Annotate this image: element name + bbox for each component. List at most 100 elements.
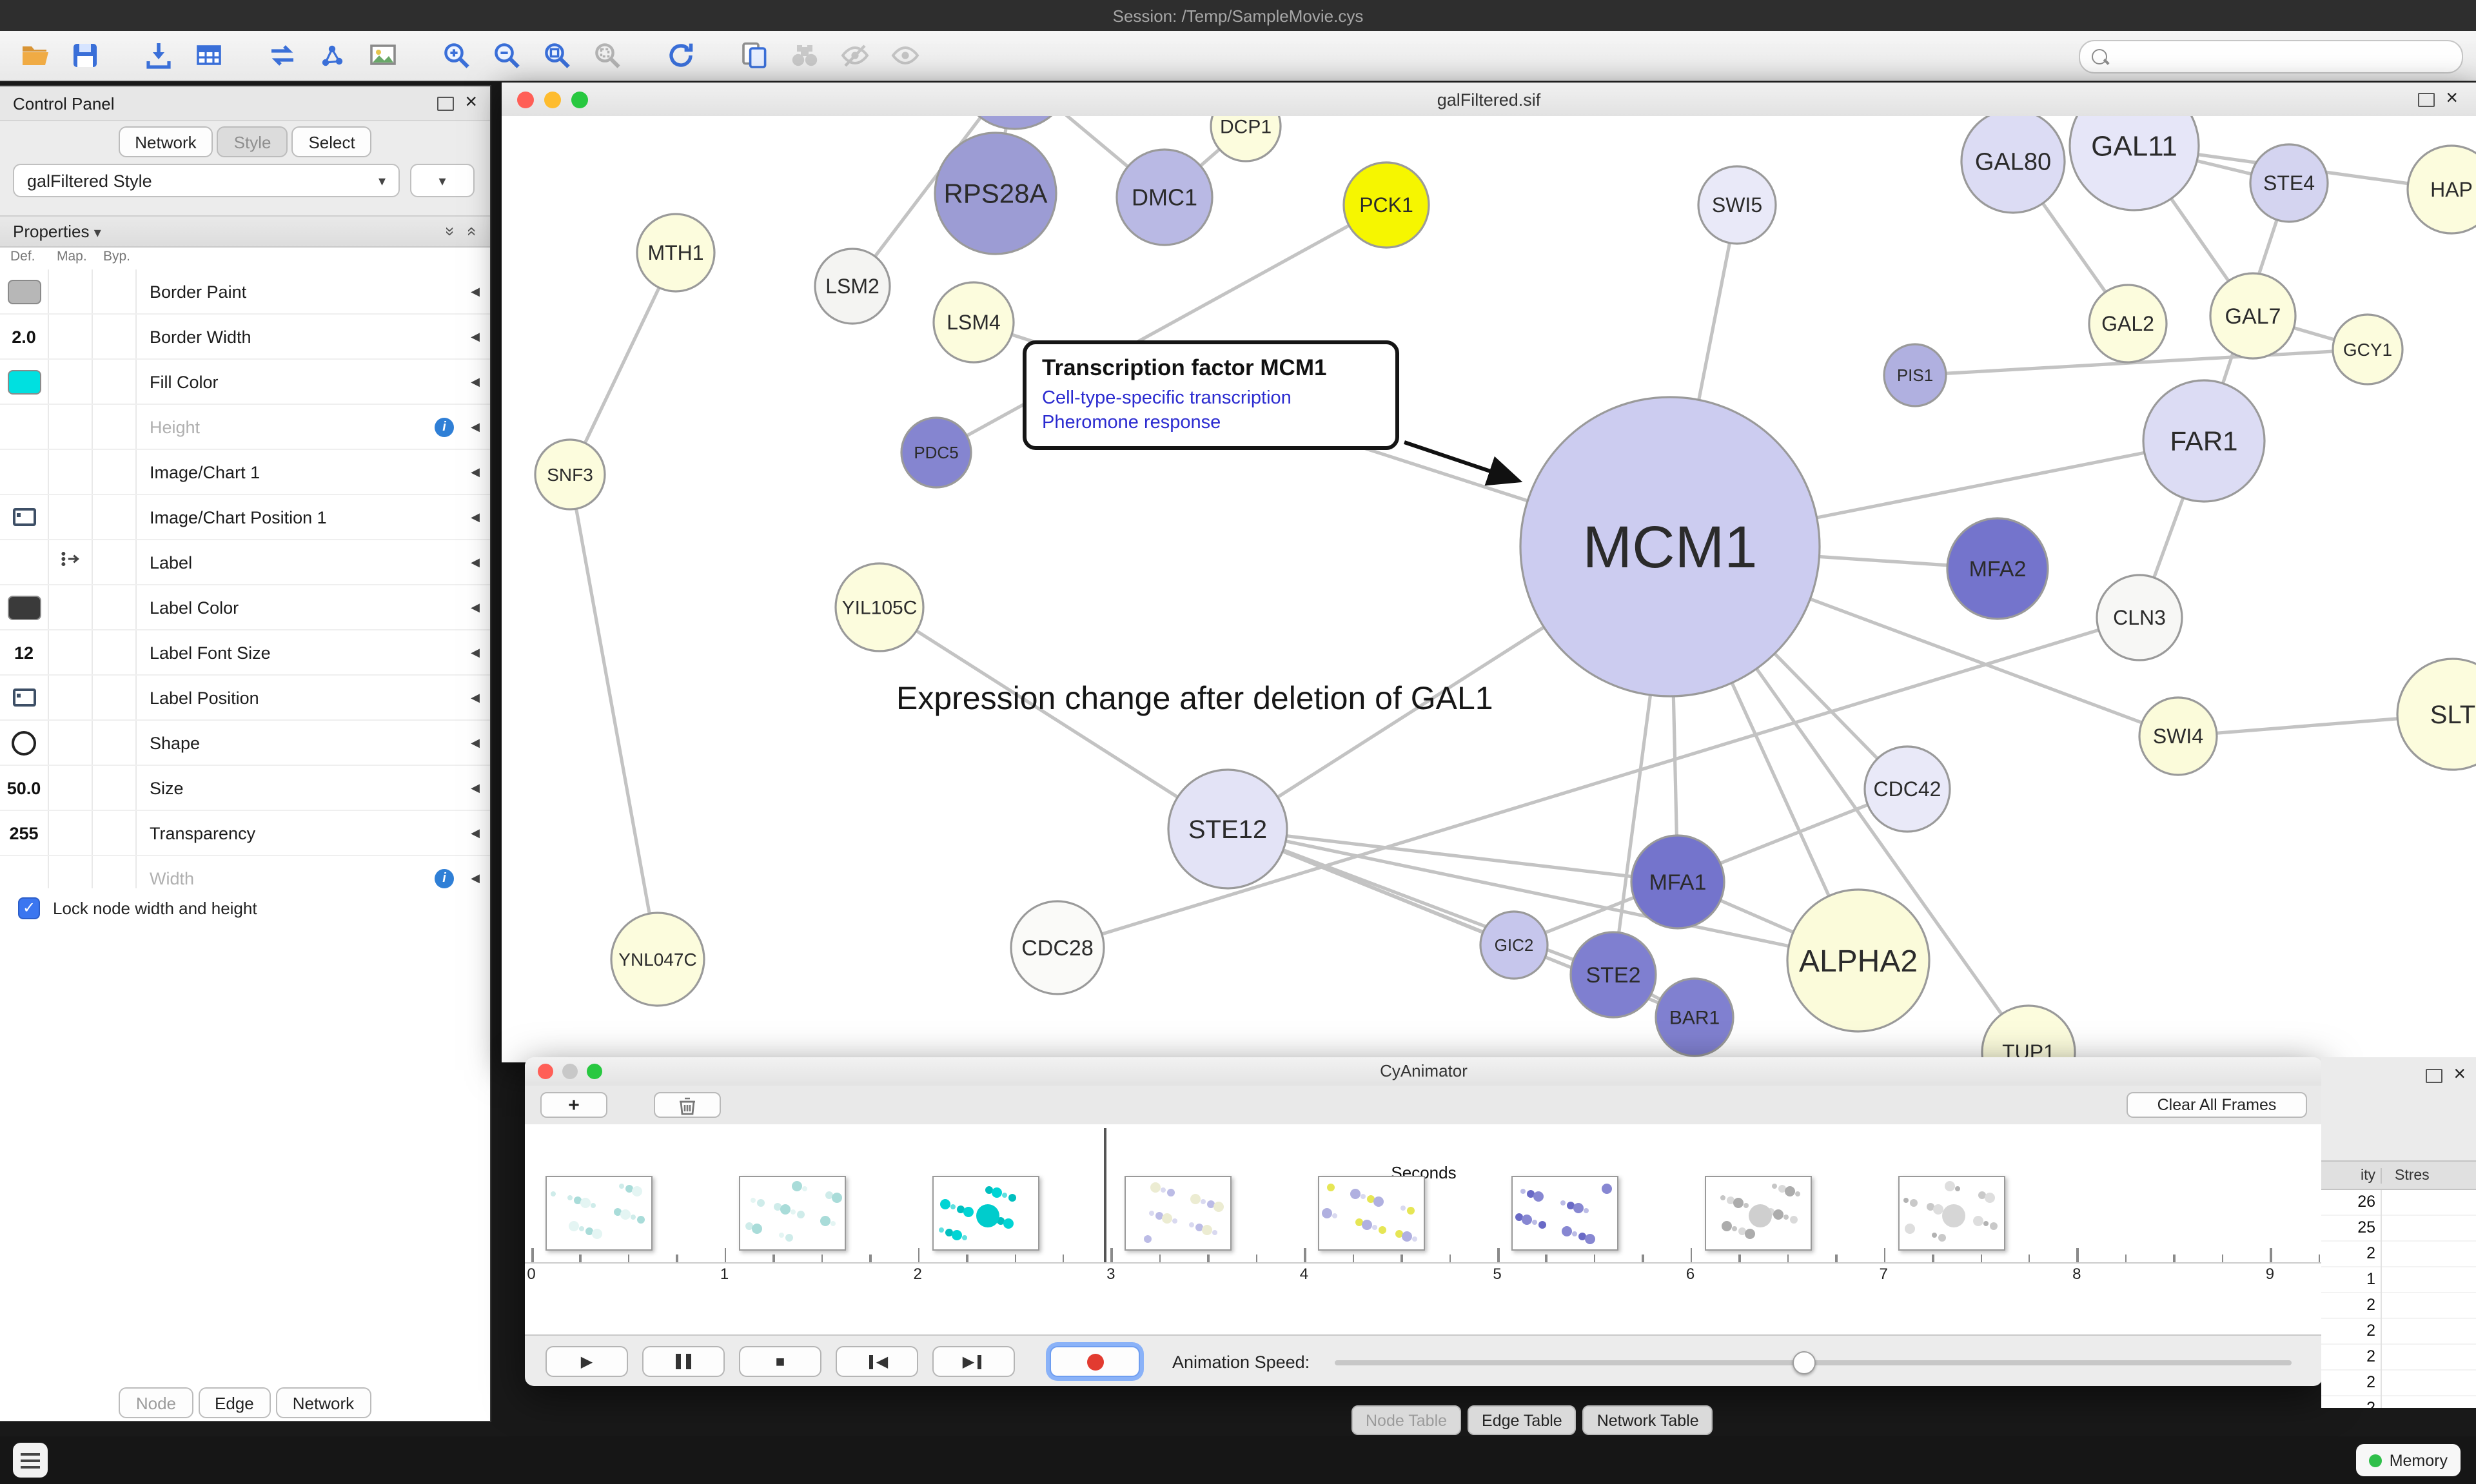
memory-button[interactable]: Memory	[2355, 1444, 2461, 1476]
import-network-icon[interactable]	[139, 36, 178, 75]
lock-dimensions-row[interactable]: ✓ Lock node width and height	[0, 888, 490, 927]
cyanimator-titlebar[interactable]: CyAnimator	[525, 1057, 2323, 1087]
column-header[interactable]: ity	[2361, 1167, 2375, 1183]
tab-style[interactable]: Style	[217, 126, 288, 157]
tab-node[interactable]: Node	[119, 1387, 193, 1418]
default-value[interactable]: 2.0	[12, 327, 36, 346]
zoom-out-icon[interactable]	[487, 36, 526, 75]
tab-edge-table[interactable]: Edge Table	[1468, 1405, 1577, 1435]
export-collection-icon[interactable]	[313, 36, 352, 75]
animation-speed-slider[interactable]	[1334, 1346, 2292, 1377]
default-value-swatch[interactable]	[7, 595, 41, 620]
tab-select[interactable]: Select	[291, 126, 372, 157]
float-window-icon[interactable]	[2417, 92, 2435, 106]
frame-thumbnail-0[interactable]	[545, 1176, 653, 1251]
table-row[interactable]: 2	[2321, 1319, 2476, 1345]
frame-thumbnail-3[interactable]	[1125, 1176, 1232, 1251]
annotation-link[interactable]: Pheromone response	[1042, 413, 1221, 433]
expand-row-icon[interactable]: ◀	[471, 781, 480, 794]
next-frame-button[interactable]: ▶	[932, 1346, 1015, 1377]
expand-row-icon[interactable]: ◀	[471, 284, 480, 297]
expand-row-icon[interactable]: ◀	[471, 510, 480, 523]
search-box[interactable]	[2079, 40, 2463, 73]
float-panel-icon[interactable]	[2425, 1068, 2442, 1082]
status-menu-button[interactable]	[13, 1443, 48, 1478]
table-row[interactable]: 2	[2321, 1293, 2476, 1319]
property-row-image-chart-position-1[interactable]: Image/Chart Position 1◀	[0, 495, 490, 540]
open-session-icon[interactable]	[15, 36, 54, 75]
previous-frame-button[interactable]: ◀	[836, 1346, 918, 1377]
stop-button[interactable]: ■	[739, 1346, 821, 1377]
table-row[interactable]: 1	[2321, 1267, 2476, 1293]
table-row[interactable]: 2	[2321, 1242, 2476, 1267]
table-row[interactable]: 2	[2321, 1396, 2476, 1408]
frame-thumbnail-2[interactable]	[932, 1176, 1039, 1251]
default-value-swatch[interactable]	[7, 279, 41, 304]
ellipse-shape-icon[interactable]	[12, 730, 36, 755]
apply-layout-icon[interactable]	[662, 36, 700, 75]
clear-all-frames-button[interactable]: Clear All Frames	[2127, 1092, 2307, 1118]
float-panel-icon[interactable]	[437, 96, 454, 110]
position-icon[interactable]	[12, 508, 35, 526]
zoom-in-icon[interactable]	[437, 36, 476, 75]
network-window-titlebar[interactable]: galFiltered.sif ×	[502, 83, 2476, 117]
expand-row-icon[interactable]: ◀	[471, 555, 480, 568]
zoom-window-button[interactable]	[587, 1064, 602, 1079]
expand-row-icon[interactable]: ◀	[471, 645, 480, 658]
properties-header[interactable]: Properties ▾ » «	[0, 215, 490, 248]
expand-row-icon[interactable]: ◀	[471, 736, 480, 748]
expand-row-icon[interactable]: ◀	[471, 465, 480, 478]
expand-row-icon[interactable]: ◀	[471, 600, 480, 613]
table-row[interactable]: 25	[2321, 1216, 2476, 1242]
timeline-playhead[interactable]	[1104, 1128, 1106, 1264]
close-panel-icon[interactable]: ×	[2453, 1064, 2466, 1086]
property-row-image-chart-1[interactable]: Image/Chart 1◀	[0, 450, 490, 495]
export-image-icon[interactable]	[364, 36, 402, 75]
pause-button[interactable]	[642, 1346, 725, 1377]
search-input[interactable]	[2107, 47, 2462, 66]
property-row-label-position[interactable]: Label Position◀	[0, 676, 490, 721]
property-row-label-color[interactable]: Label Color◀	[0, 585, 490, 630]
property-row-fill-color[interactable]: Fill Color◀	[0, 360, 490, 405]
expand-row-icon[interactable]: ◀	[471, 329, 480, 342]
minimize-window-button[interactable]	[562, 1064, 578, 1079]
close-view-icon[interactable]: ×	[2446, 88, 2458, 110]
paste-icon[interactable]	[735, 36, 774, 75]
table-row[interactable]: 2	[2321, 1371, 2476, 1396]
table-row[interactable]: 2	[2321, 1345, 2476, 1371]
checkbox-checked-icon[interactable]: ✓	[18, 897, 40, 919]
frame-thumbnail-7[interactable]	[1898, 1176, 2005, 1251]
record-button[interactable]	[1050, 1346, 1140, 1377]
minimize-window-button[interactable]	[544, 91, 561, 108]
property-row-shape[interactable]: Shape◀	[0, 721, 490, 766]
collapse-all-icon[interactable]: «	[462, 226, 482, 237]
export-network-icon[interactable]	[263, 36, 302, 75]
annotation-box[interactable]: Transcription factor MCM1 Cell-type-spec…	[1023, 340, 1399, 450]
save-session-icon[interactable]	[66, 36, 104, 75]
column-header[interactable]: Stres	[2381, 1167, 2430, 1183]
style-select[interactable]: galFiltered Style ▾	[13, 164, 400, 197]
expand-row-icon[interactable]: ◀	[471, 690, 480, 703]
default-value[interactable]: 255	[9, 823, 39, 843]
tab-edge[interactable]: Edge	[198, 1387, 271, 1418]
zoom-window-button[interactable]	[571, 91, 588, 108]
default-value-swatch[interactable]	[7, 369, 41, 394]
zoom-fit-icon[interactable]	[538, 36, 576, 75]
property-row-label[interactable]: Label◀	[0, 540, 490, 585]
expand-row-icon[interactable]: ◀	[471, 826, 480, 839]
tab-network-table[interactable]: Network Table	[1582, 1405, 1713, 1435]
expand-row-icon[interactable]: ◀	[471, 375, 480, 387]
frame-thumbnail-1[interactable]	[738, 1176, 846, 1251]
frame-thumbnail-6[interactable]	[1704, 1176, 1812, 1251]
expand-row-icon[interactable]: ◀	[471, 420, 480, 433]
delete-frame-button[interactable]	[654, 1092, 721, 1118]
tab-network[interactable]: Network	[275, 1387, 371, 1418]
tab-node-table[interactable]: Node Table	[1351, 1405, 1462, 1435]
